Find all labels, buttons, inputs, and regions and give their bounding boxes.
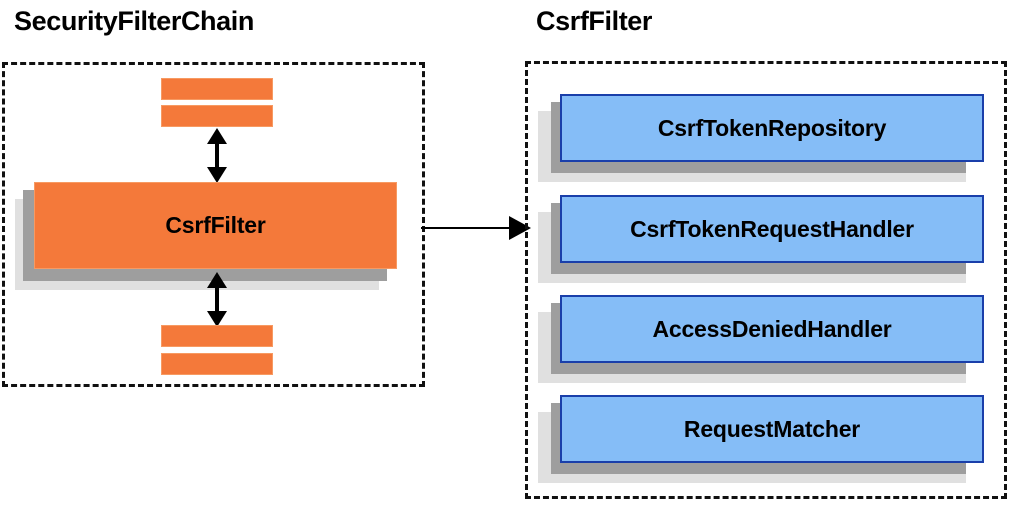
- csrf-filter-expand-arrow: [421, 213, 531, 243]
- panel-title-csrf-filter: CsrfFilter: [536, 6, 653, 36]
- collaborator-card-access-denied-handler[interactable]: AccessDeniedHandler: [538, 295, 984, 383]
- collaborator-label: RequestMatcher: [683, 415, 861, 442]
- csrf-filter-face: CsrfFilter: [34, 182, 397, 269]
- collaborator-face: CsrfTokenRequestHandler: [560, 195, 984, 263]
- collaborator-face: CsrfTokenRepository: [560, 94, 984, 162]
- collaborator-label: AccessDeniedHandler: [652, 315, 892, 342]
- panel-title-security-filter-chain: SecurityFilterChain: [14, 6, 254, 36]
- filter-bar-below-2: [161, 353, 273, 375]
- filter-bar-above-2: [161, 105, 273, 127]
- chain-link-above-arrow: [202, 128, 232, 183]
- collaborator-card-csrf-token-request-handler[interactable]: CsrfTokenRequestHandler: [538, 195, 984, 283]
- collaborator-face: RequestMatcher: [560, 395, 984, 463]
- filter-bar-below-1: [161, 325, 273, 347]
- security-filter-chain-container: [2, 62, 425, 387]
- collaborator-face: AccessDeniedHandler: [560, 295, 984, 363]
- collaborator-label: CsrfTokenRequestHandler: [630, 215, 914, 242]
- csrf-filter-detail-container: [525, 61, 1007, 499]
- collaborator-card-request-matcher[interactable]: RequestMatcher: [538, 395, 984, 483]
- chain-link-below-arrow: [202, 272, 232, 327]
- collaborator-card-csrf-token-repository[interactable]: CsrfTokenRepository: [538, 94, 984, 182]
- csrf-filter-label: CsrfFilter: [165, 212, 266, 238]
- collaborator-label: CsrfTokenRepository: [657, 114, 887, 141]
- filter-bar-above-1: [161, 78, 273, 100]
